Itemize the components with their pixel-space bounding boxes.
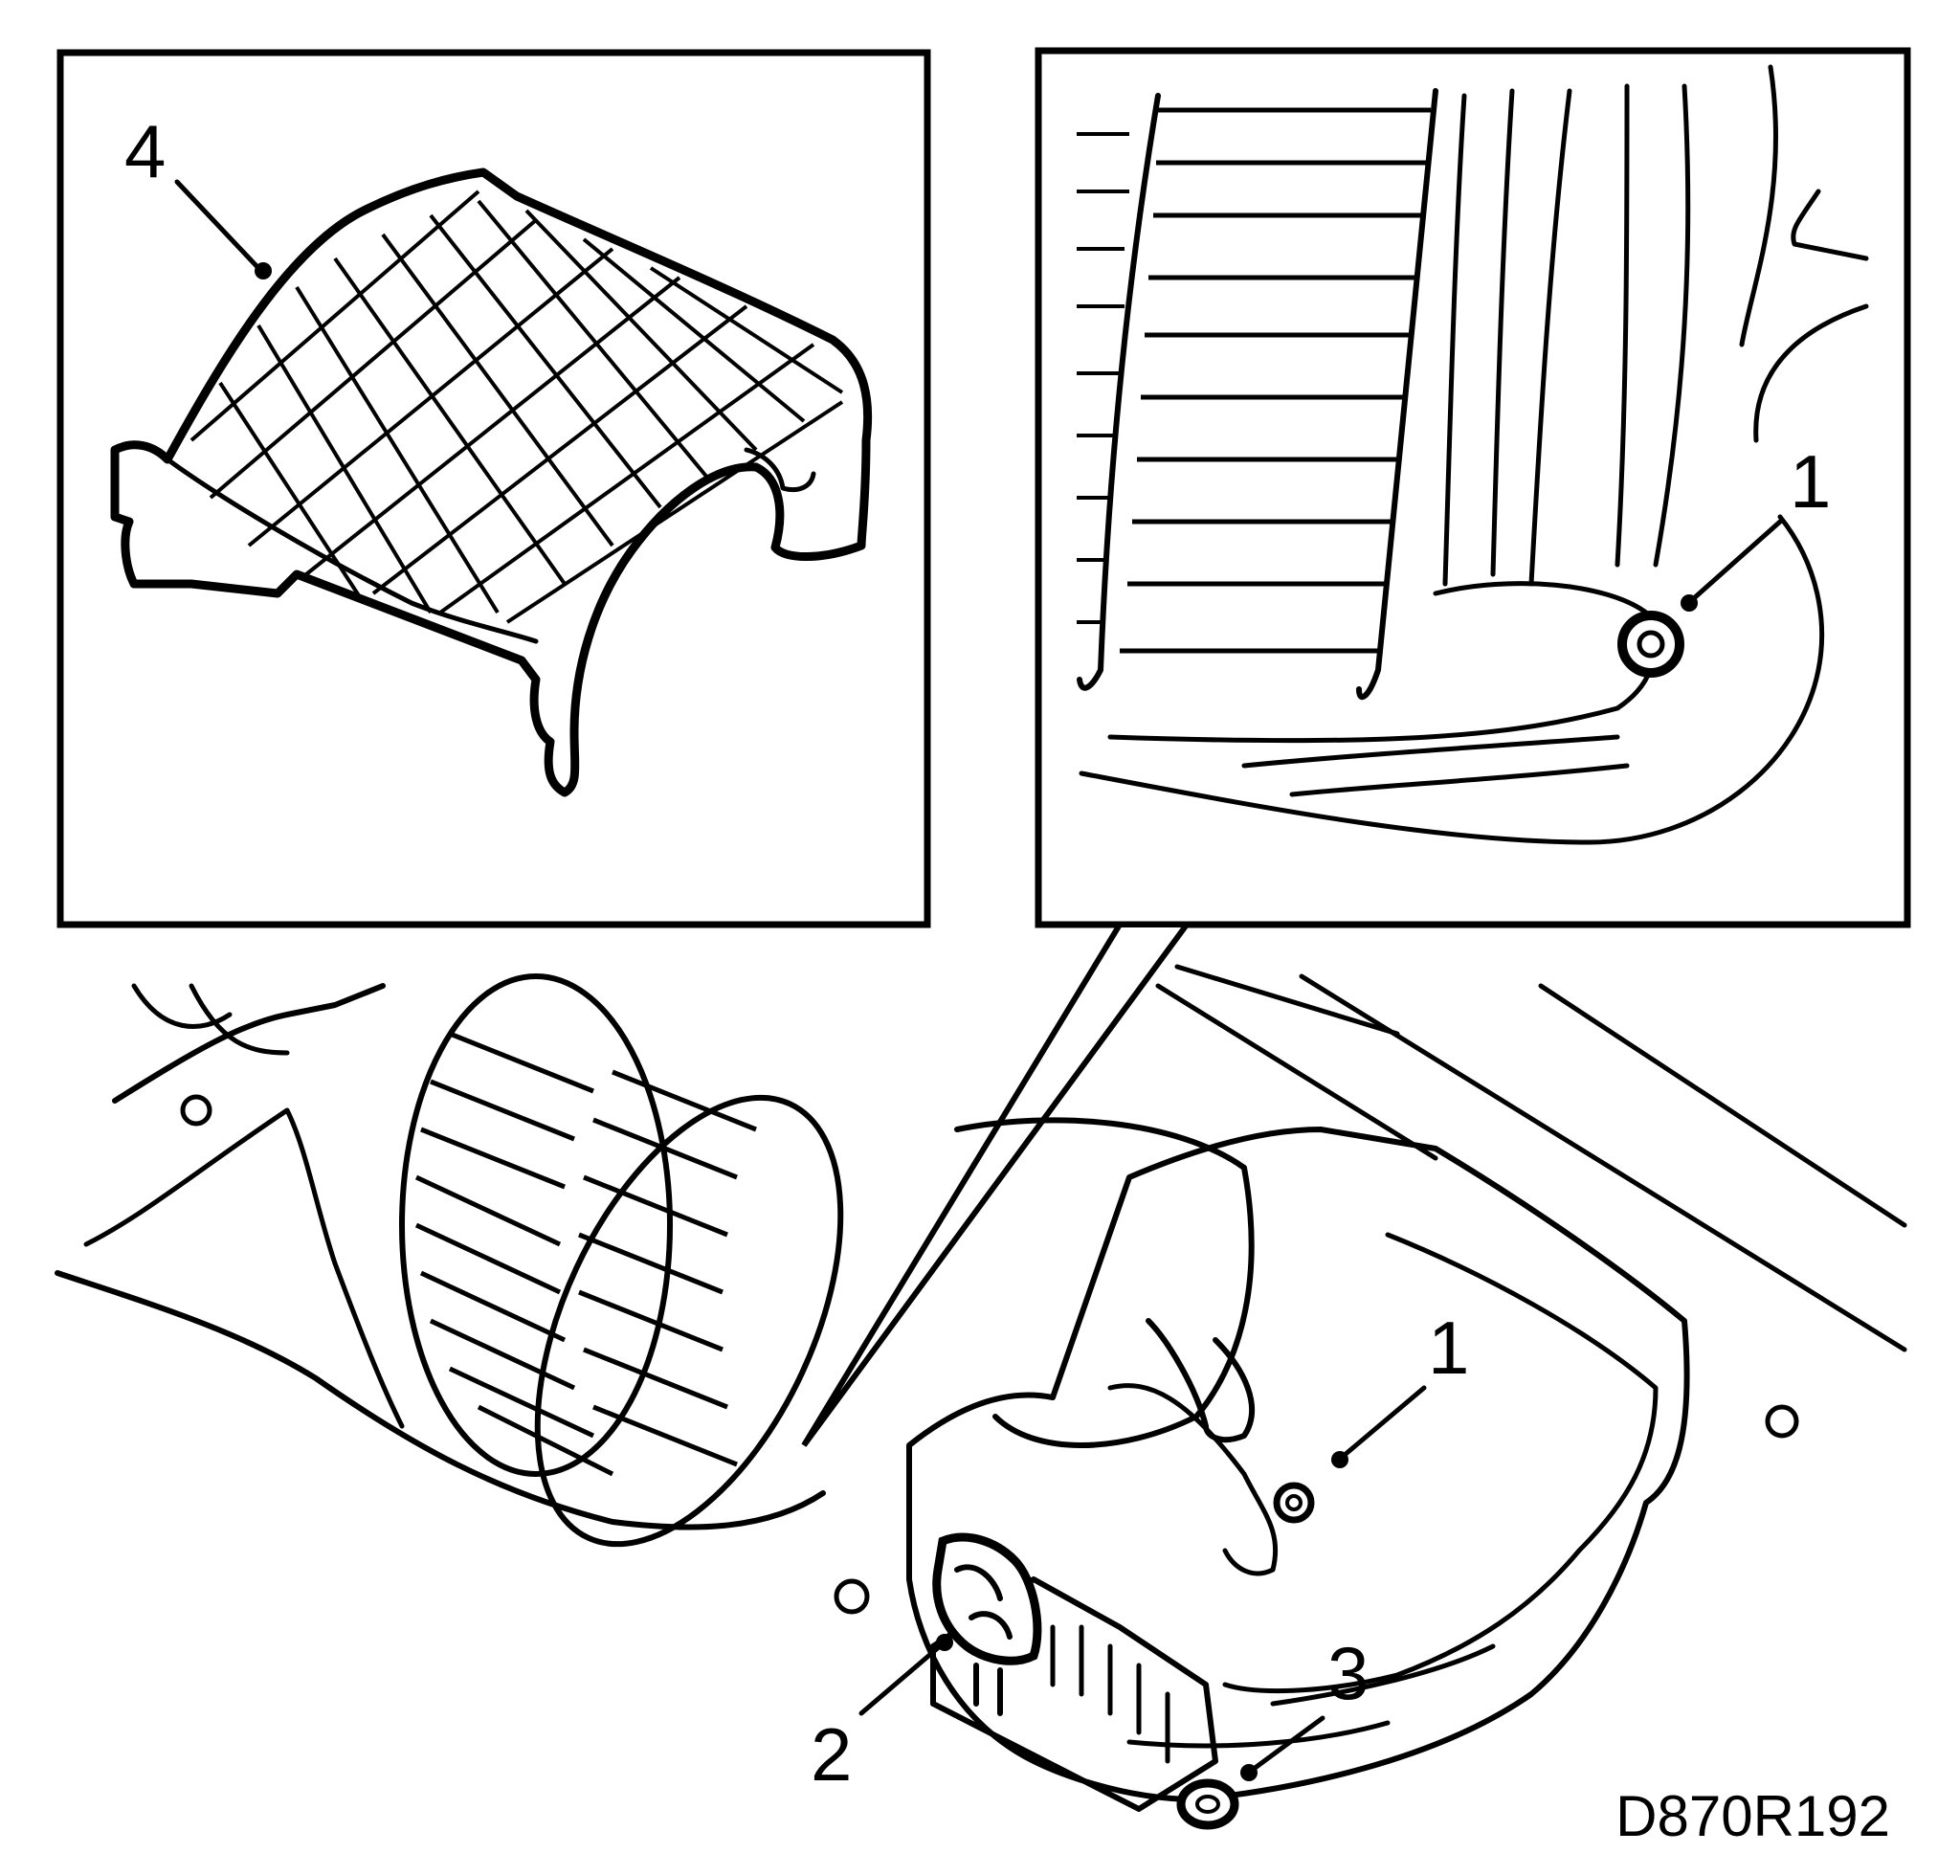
fan-cover-mesh	[189, 190, 844, 624]
fan-cover-outline	[110, 168, 873, 797]
main-connector-plug-wires	[954, 1564, 1013, 1716]
inset-housing-curves	[1079, 64, 1869, 845]
main-panel-lines	[131, 964, 1907, 1352]
inset-fan-cover: 4	[56, 49, 931, 928]
main-screw-3-inner	[1195, 1795, 1220, 1814]
inset-fan-drum-right	[1356, 88, 1438, 701]
leader-dot-1-main	[1331, 1451, 1348, 1468]
leader-line-1-main	[1342, 1385, 1427, 1458]
main-connector-block	[930, 1576, 1218, 1812]
leader-dot-1-inset	[1681, 594, 1698, 612]
callout-2: 2	[811, 1712, 852, 1797]
inset-pointer-wedge	[801, 922, 1192, 1447]
main-blower-view: 1 2 3	[55, 964, 1907, 1830]
callout-1-main: 1	[1428, 1306, 1469, 1390]
inset-screw-inner	[1637, 630, 1665, 659]
main-housing-left-upper	[112, 983, 386, 1104]
main-housing-left	[55, 1270, 826, 1530]
main-hole-right	[1765, 1404, 1799, 1439]
leader-line-2	[858, 1643, 943, 1716]
inset-fan-screw: 1	[1035, 47, 1911, 928]
main-motor-body	[954, 1117, 1255, 1448]
main-housing-right	[906, 1127, 1690, 1802]
main-hole-center	[834, 1578, 870, 1615]
main-fan-wheel-blades	[414, 1031, 757, 1477]
main-housing-right-floor	[1126, 1643, 1496, 1749]
leader-dot-3	[1240, 1764, 1258, 1781]
main-housing-right-inner	[1222, 1232, 1659, 1694]
main-fan-wheel-front	[534, 1094, 844, 1548]
main-motor-mount	[1107, 1383, 1279, 1576]
leader-dot-2	[936, 1634, 953, 1651]
callout-1-inset: 1	[1790, 439, 1831, 524]
leader-line-3	[1251, 1715, 1325, 1772]
inset-fan-blades	[1120, 107, 1431, 654]
leader-line-4	[174, 179, 261, 271]
main-fan-wheel-back	[399, 973, 673, 1477]
callout-4: 4	[124, 109, 166, 193]
main-housing-left-rim	[83, 1107, 405, 1429]
leader-dot-4	[255, 262, 272, 279]
leader-line-1-inset	[1691, 519, 1783, 601]
inset-fan-drum-left	[1077, 93, 1161, 691]
callout-3: 3	[1327, 1631, 1369, 1715]
main-connector-slots	[1050, 1624, 1170, 1764]
main-hole-left	[180, 1094, 212, 1127]
figure-code: D870R192	[1615, 1784, 1890, 1848]
main-screw-1-inner	[1285, 1494, 1303, 1511]
inset-fan-left-ticks	[1077, 132, 1129, 624]
inset-frame-right	[1035, 47, 1911, 928]
